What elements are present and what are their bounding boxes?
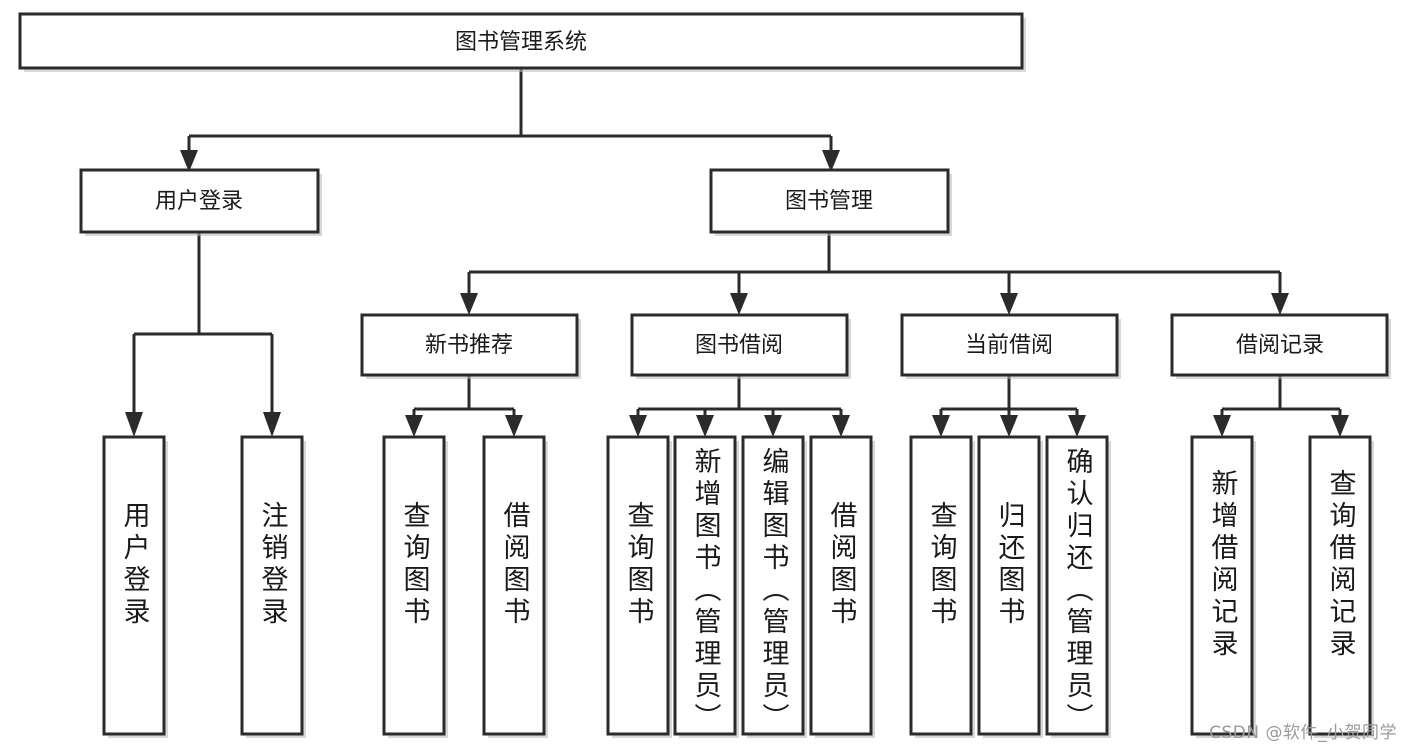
nodes: 图书管理系统 用户登录 图书管理 新书推荐 图书借阅 当前借阅 借阅记录 xyxy=(18,12,1391,738)
arrow-root-to-book-management xyxy=(822,150,840,172)
node-leaf-add-record[interactable] xyxy=(1190,435,1254,736)
node-book-borrow-label: 图书借阅 xyxy=(695,333,783,358)
arrow-bm-to-current-borrow xyxy=(1000,293,1018,315)
node-leaf-query-book-1[interactable] xyxy=(382,435,446,736)
arrow-nbr-l2 xyxy=(505,415,523,437)
node-leaf-query-book-2[interactable] xyxy=(606,435,670,736)
arrow-bm-to-new-book xyxy=(460,293,478,315)
node-leaf-query-book-3[interactable] xyxy=(909,435,973,736)
node-new-book-recommend-label: 新书推荐 xyxy=(425,333,513,358)
arrow-bb-l4 xyxy=(832,415,850,437)
node-borrow-record[interactable] xyxy=(1170,313,1389,377)
node-root-label: 图书管理系统 xyxy=(455,30,587,55)
node-current-borrow[interactable] xyxy=(900,313,1119,377)
arrow-cb-l2 xyxy=(1000,415,1018,437)
node-root[interactable] xyxy=(18,12,1024,70)
node-user-login-label: 用户登录 xyxy=(155,189,243,214)
watermark-text: CSDN @软件_小贺同学 xyxy=(1209,723,1397,743)
arrow-user-login-l1 xyxy=(125,412,143,437)
node-current-borrow-label: 当前借阅 xyxy=(965,333,1053,358)
arrow-root-to-user-login xyxy=(180,150,198,172)
node-leaf-borrow-book-1[interactable] xyxy=(482,435,546,736)
node-borrow-record-label: 借阅记录 xyxy=(1236,333,1324,358)
node-new-book-recommend[interactable] xyxy=(360,313,579,377)
arrow-bb-l2 xyxy=(696,415,714,437)
edges xyxy=(125,68,1349,437)
node-book-borrow[interactable] xyxy=(630,313,849,377)
node-leaf-query-record[interactable] xyxy=(1308,435,1372,736)
node-leaf-borrow-book-2[interactable] xyxy=(809,435,873,736)
node-leaf-return-book[interactable] xyxy=(977,435,1041,736)
node-leaf-add-book[interactable] xyxy=(673,435,737,736)
arrow-user-login-l2 xyxy=(263,412,281,437)
arrow-cb-l3 xyxy=(1068,415,1086,437)
arrow-bb-l3 xyxy=(764,415,782,437)
arrow-bm-to-borrow-record xyxy=(1271,293,1289,315)
node-book-management-label: 图书管理 xyxy=(785,189,873,214)
arrow-br-l2 xyxy=(1331,415,1349,437)
node-book-management[interactable] xyxy=(709,168,950,234)
arrow-bm-to-book-borrow xyxy=(730,293,748,315)
node-leaf-confirm-return[interactable] xyxy=(1045,435,1109,736)
node-leaf-logout-login[interactable] xyxy=(240,435,304,736)
arrow-br-l1 xyxy=(1213,415,1231,437)
arrow-bb-l1 xyxy=(629,415,647,437)
node-user-login[interactable] xyxy=(79,168,320,234)
node-leaf-user-login[interactable] xyxy=(102,435,166,736)
arrow-nbr-l1 xyxy=(405,415,423,437)
node-leaf-edit-book[interactable] xyxy=(741,435,805,736)
arrow-cb-l1 xyxy=(932,415,950,437)
